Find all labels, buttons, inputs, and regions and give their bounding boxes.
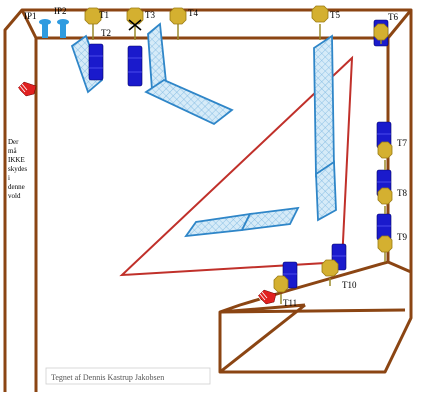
target-icon [273,275,289,304]
shooting-positions [39,19,69,38]
label-ip1: IP1 [24,11,37,21]
target-icon [373,23,389,44]
target-icon [377,235,393,262]
hand-pointer-icon [257,289,277,305]
targets [84,5,393,304]
no-shoot-cross-icon [128,19,142,31]
note-line: vold [8,192,21,200]
note-line: IKKE [8,156,25,164]
label-t1: T1 [99,10,109,20]
target-icon [377,141,393,170]
mesh-panel [144,78,234,126]
shooting-position-icon [39,19,51,38]
target-icon [311,5,329,40]
top-wall-connector [20,9,413,39]
target-icon [84,7,102,40]
safety-zone-outline [119,55,354,277]
bank-slope [219,303,306,374]
label-t8: T8 [397,188,407,198]
mesh-panel [313,34,335,178]
barrels [88,19,392,289]
barrel-icon [376,213,392,241]
mesh-panel [315,160,337,222]
label-t9: T9 [397,232,407,242]
shooting-position-icon [57,19,69,38]
label-t4: T4 [188,8,198,18]
label-t3: T3 [145,10,155,20]
left-wall-outer [3,8,413,392]
label-t10: T10 [342,280,357,290]
label-t11: T11 [283,298,297,308]
note-line: i [8,174,10,182]
credit-box: Tegnet af Dennis Kastrup Jakobsen [45,367,211,385]
range-walls [3,8,413,392]
label-ip2: IP2 [54,6,67,16]
hand-pointer-icon [17,81,37,97]
mesh-panel [240,206,300,232]
label-t6: T6 [388,12,398,22]
note-line: Der [8,138,19,146]
labels: IP1 IP2 T1 T2 T3 T4 T5 T6 T7 T8 T9 T10 T… [24,6,407,308]
target-icon [169,7,187,40]
barrel-icon [127,45,143,87]
target-icon [377,187,393,214]
mesh-panels [70,22,337,238]
label-t7: T7 [397,138,407,148]
barrel-icon [88,43,104,81]
label-t5: T5 [330,10,340,20]
no-shoot-note: Der må IKKE skydes i denne vold [8,138,27,200]
mesh-panel [184,212,252,238]
note-line: skydes [8,165,27,173]
right-bottom-bank [218,260,413,374]
target-icon [126,7,144,40]
note-line: denne [8,183,25,191]
target-icon [321,259,339,286]
bank-inner-line [219,308,406,314]
credit-text: Tegnet af Dennis Kastrup Jakobsen [51,373,164,382]
label-t2: T2 [101,28,111,38]
note-line: må [8,147,17,155]
